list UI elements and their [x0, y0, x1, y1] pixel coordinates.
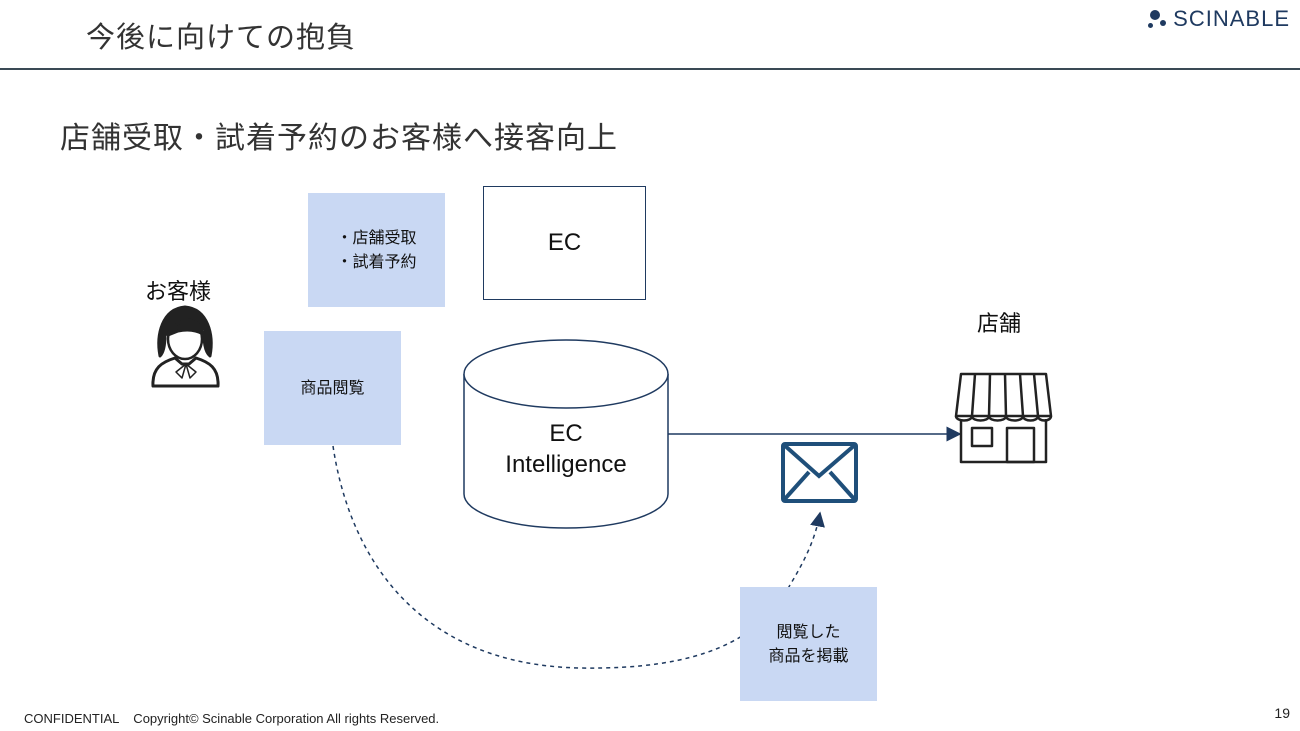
ec-intelligence-line1: EC [549, 420, 583, 447]
page-number: 19 [1274, 705, 1290, 721]
ec-intelligence-line2: Intelligence [505, 451, 627, 478]
slide-subtitle: 店舗受取・試着予約のお客様へ接客向上 [60, 121, 618, 156]
mail-content-text: 閲覧した 商品を掲載 [768, 622, 849, 665]
brand-name: SCINABLE [1173, 6, 1290, 31]
ec-box: EC [483, 186, 646, 300]
brand-dots-icon [1143, 7, 1171, 31]
reservation-box-text: ・店舗受取 ・試着予約 [336, 228, 417, 271]
store-label: 店舗 [977, 312, 1022, 337]
mail-content-box: 閲覧した 商品を掲載 [740, 587, 877, 701]
page-header-title: 今後に向けての抱負 [86, 20, 357, 54]
product-browse-text: 商品閲覧 [300, 378, 365, 397]
dashed-flow-arrow [332, 445, 825, 669]
customer-label: お客様 [145, 280, 212, 305]
brand-logo: SCINABLE [1143, 6, 1290, 32]
header-divider [0, 68, 1300, 70]
product-browse-box: 商品閲覧 [264, 331, 401, 445]
ec-intelligence-database [463, 339, 669, 529]
store-icon [954, 372, 1053, 464]
reservation-box: ・店舗受取 ・試着予約 [308, 193, 445, 307]
mail-icon [781, 442, 858, 503]
footer-copyright: CONFIDENTIAL Copyright© Scinable Corpora… [24, 711, 440, 726]
customer-person-icon [151, 305, 220, 388]
ec-intelligence-label: EC Intelligence [464, 418, 668, 480]
